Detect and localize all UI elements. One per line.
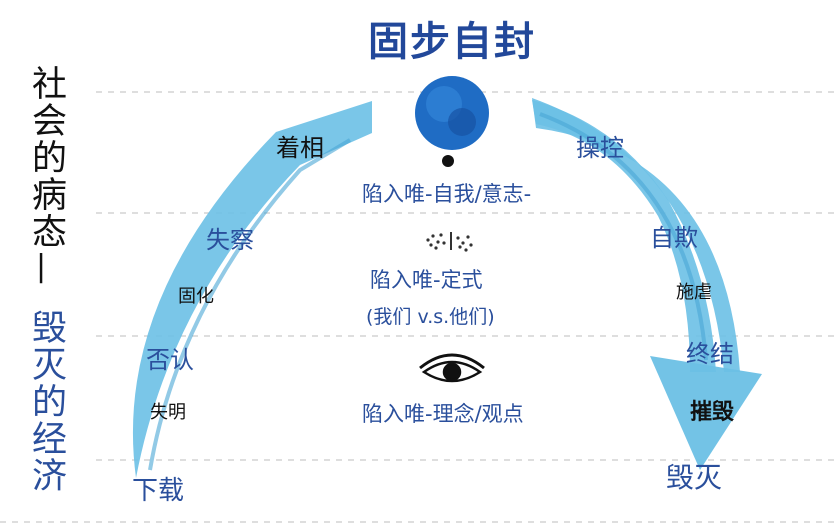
right-label-shinue: 施虐 xyxy=(676,282,712,303)
side-title-part1: 社会的病态 xyxy=(26,64,66,250)
eye-icon xyxy=(419,353,485,383)
right-label-zhongjie: 终结 xyxy=(686,340,734,368)
side-title-part2: 毁灭的经济 xyxy=(26,308,66,494)
left-arc-band xyxy=(132,101,372,478)
right-arrowhead xyxy=(650,356,762,470)
center-line-pattern: 陷入唯-定式 xyxy=(370,268,483,292)
left-label-zhuoxiang: 着相 xyxy=(276,134,324,162)
right-arc-band-wide xyxy=(532,100,716,372)
right-label-huimie: 毁灭 xyxy=(666,461,723,494)
right-label-cuihui: 摧毁 xyxy=(690,400,735,425)
right-label-caokong: 操控 xyxy=(576,134,624,162)
right-arc-shade xyxy=(539,112,708,361)
left-arc-band-shade xyxy=(148,138,352,471)
side-title-separator: | xyxy=(36,249,47,284)
black-dot-icon xyxy=(442,155,454,167)
center-line-self-will: 陷入唯-自我/意志- xyxy=(362,182,532,206)
left-label-shiming: 失明 xyxy=(150,402,186,423)
split-dots-icon xyxy=(426,232,473,252)
main-title: 固步自封 xyxy=(368,19,536,65)
left-label-guhua: 固化 xyxy=(178,286,214,307)
left-label-xiazai: 下载 xyxy=(132,476,185,506)
right-label-ziqi: 自欺 xyxy=(650,224,698,252)
left-label-shicha: 失察 xyxy=(206,226,254,254)
left-label-fouren: 否认 xyxy=(146,346,194,374)
center-line-concept: 陷入唯-理念/观点 xyxy=(362,402,524,426)
blue-blob-icon xyxy=(415,76,489,150)
center-line-us-vs-them: (我们 v.s.他们) xyxy=(366,306,495,328)
